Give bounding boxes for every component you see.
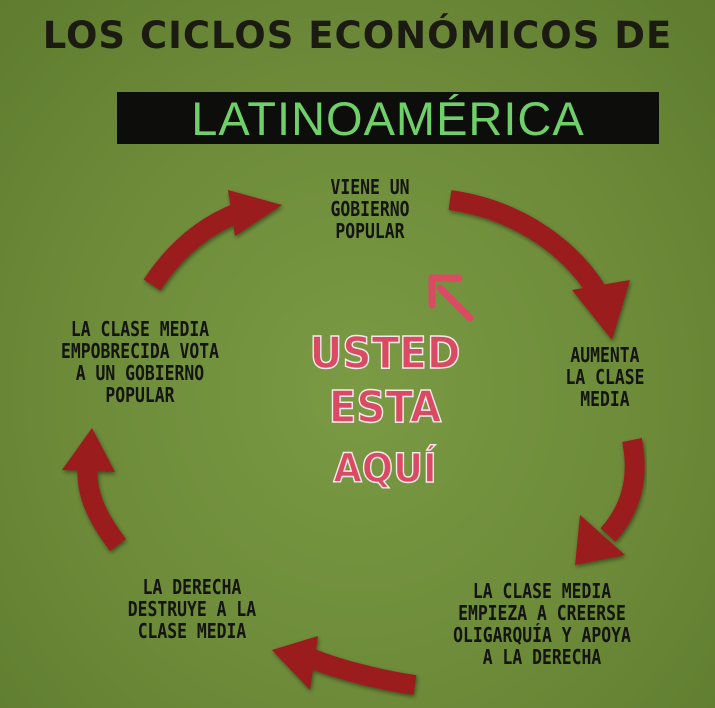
cycle-node-clase-media-vota: LA CLASE MEDIA EMPOBRECIDA VOTA A UN GOB… [25,318,255,406]
title-line-2: LATINOAMÉRICA [191,91,585,145]
node-line: GOBIERNO [330,197,410,221]
cycle-node-derecha-destruye: LA DERECHA DESTRUYE A LA CLASE MEDIA [85,576,298,642]
node-line: A UN GOBIERNO [75,361,205,385]
arrow-to-oligarquia [575,438,645,565]
node-line: LA CLASE [565,365,645,389]
arrow-to-vota [62,428,126,552]
node-line: VIENE UN [330,175,410,199]
node-line: POPULAR [105,383,175,407]
node-line: A LA DERECHA [482,645,602,669]
you-are-here-pointer-icon [428,274,474,322]
cycle-node-oligarquia: LA CLASE MEDIA EMPIEZA A CREERSE OLIGARQ… [419,580,665,668]
node-line: LA DERECHA [142,575,242,599]
arrow-to-gobierno [143,190,282,291]
you-are-here-line-1: USTED [309,327,461,380]
node-line: EMPIEZA A CREERSE [458,601,626,625]
node-line: LA CLASE MEDIA [472,579,612,603]
title-line-1: LOS CICLOS ECONÓMICOS DE [42,14,673,57]
node-line: MEDIA [580,387,630,411]
title-box: LATINOAMÉRICA [117,91,659,145]
node-line: DESTRUYE A LA [127,597,257,621]
node-line: OLIGARQUÍA Y APOYA [453,623,631,647]
cycle-node-gobierno-popular: VIENE UN GOBIERNO POPULAR [313,176,428,242]
node-line: LA CLASE MEDIA [70,317,210,341]
you-are-here-line-2: ESTA [328,381,442,434]
node-line: EMPOBRECIDA VOTA [61,339,219,363]
node-line: POPULAR [335,219,405,243]
node-line: CLASE MEDIA [137,619,247,643]
node-line: AUMENTA [570,343,640,367]
you-are-here-line-3: AQUÍ [333,445,438,493]
cycle-node-aumenta-clase-media: AUMENTA LA CLASE MEDIA [527,344,683,410]
arrow-to-aumenta [448,190,630,340]
arrow-to-derecha [272,636,417,695]
